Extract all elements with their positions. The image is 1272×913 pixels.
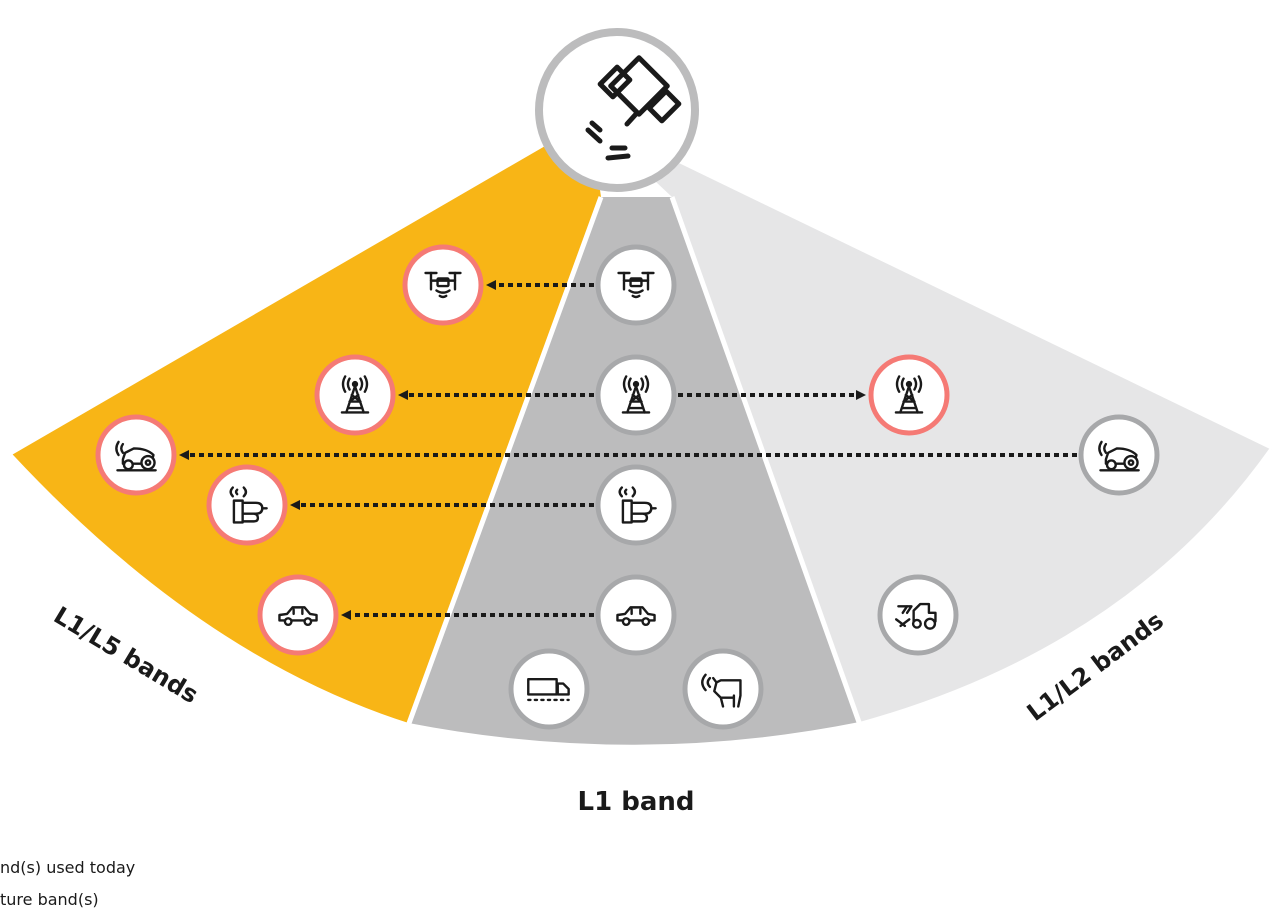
node-car-l1l5 — [257, 574, 339, 656]
node-tower-l1l2 — [868, 354, 950, 436]
node-wearable-l1 — [595, 464, 677, 546]
node-drone-l1l5 — [402, 244, 484, 326]
satellite — [535, 28, 699, 192]
node-mower-l1l2 — [1078, 414, 1160, 496]
node-cow — [682, 648, 764, 730]
band-label-center: L1 band — [578, 787, 695, 817]
node-tower-l1l5 — [314, 354, 396, 436]
node-mower-l1l5 — [95, 414, 177, 496]
node-truck — [508, 648, 590, 730]
node-drone-l1 — [595, 244, 677, 326]
node-harvester — [877, 574, 959, 656]
band-label-left: L1/L5 bands — [49, 601, 203, 709]
node-car-l1 — [595, 574, 677, 656]
node-wearable-l1l5 — [206, 464, 288, 546]
satellite-icon — [585, 55, 682, 161]
band-rim — [7, 448, 1272, 751]
legend-future: ture band(s) — [0, 890, 99, 909]
node-tower-l1 — [595, 354, 677, 436]
legend-today: nd(s) used today — [0, 858, 136, 877]
